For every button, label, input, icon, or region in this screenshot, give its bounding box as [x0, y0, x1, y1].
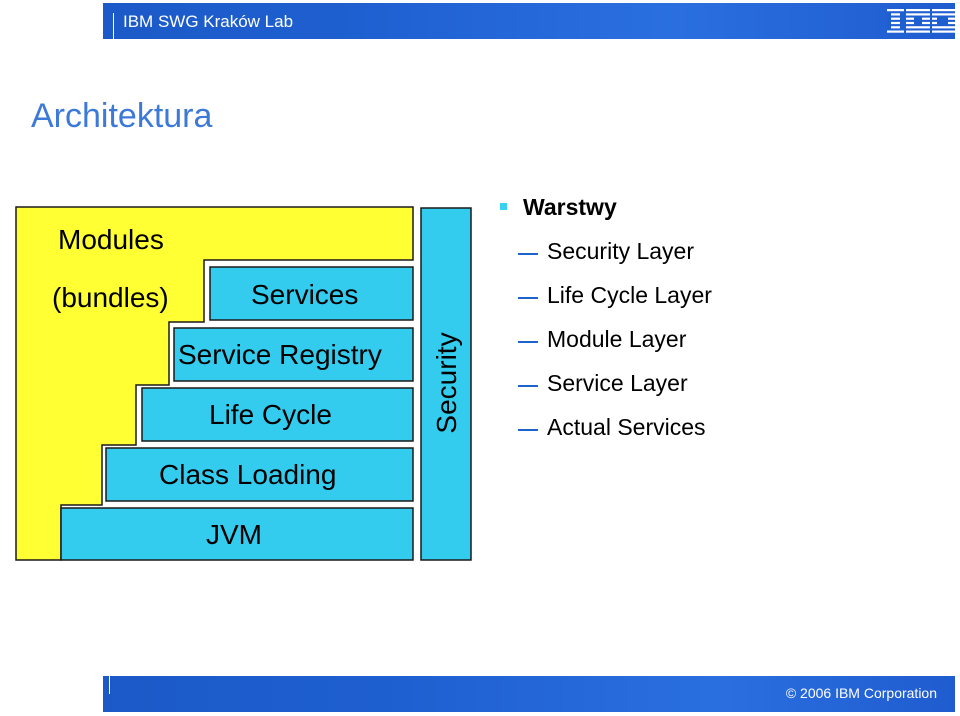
dash-icon [518, 297, 538, 299]
list-item-text: Life Cycle Layer [547, 282, 712, 308]
footer-bar: © 2006 IBM Corporation [5, 676, 955, 712]
ibm-logo-icon [887, 8, 955, 34]
header-divider [113, 13, 114, 39]
layer-label-class-loading: Class Loading [159, 459, 337, 490]
bundles-label: (bundles) [52, 282, 169, 313]
lab-title: IBM SWG Kraków Lab [123, 12, 294, 31]
layer-box-jvm [60, 507, 414, 561]
modules-area [15, 206, 414, 561]
list-item-text: Module Layer [547, 326, 687, 352]
footer-divider [109, 676, 110, 694]
security-label: Security [431, 332, 462, 434]
list-item-text: Security Layer [547, 238, 695, 264]
page-title: Architektura [31, 97, 213, 135]
dash-icon [518, 429, 538, 431]
layer-box-life-cycle [141, 387, 414, 442]
header-left-block [5, 3, 103, 39]
layer-box-services [209, 266, 414, 321]
architecture-diagram: Modules (bundles) Services Service Regis… [14, 205, 478, 567]
dash-icon [518, 341, 538, 343]
layer-label-life-cycle: Life Cycle [209, 399, 332, 430]
layer-label-services: Services [251, 279, 359, 310]
layer-box-class-loading [105, 447, 414, 502]
dash-icon [518, 253, 538, 255]
layer-label-service-registry: Service Registry [178, 339, 382, 370]
dash-icon [518, 385, 538, 387]
security-box [420, 207, 472, 561]
list-item-text: Actual Services [547, 414, 706, 440]
diagram-shapes [15, 206, 472, 561]
layer-label-jvm: JVM [206, 519, 262, 550]
footer-left-block [5, 676, 103, 712]
list-heading-text: Warstwy [523, 194, 617, 220]
square-bullet-icon [500, 203, 507, 210]
header-bar: IBM SWG Kraków Lab [5, 3, 955, 39]
list-item-text: Service Layer [547, 370, 688, 396]
layer-box-service-registry [173, 327, 414, 382]
copyright-text: © 2006 IBM Corporation [785, 685, 937, 701]
modules-label: Modules [58, 224, 164, 255]
security-label-wrap: Security [421, 205, 473, 560]
